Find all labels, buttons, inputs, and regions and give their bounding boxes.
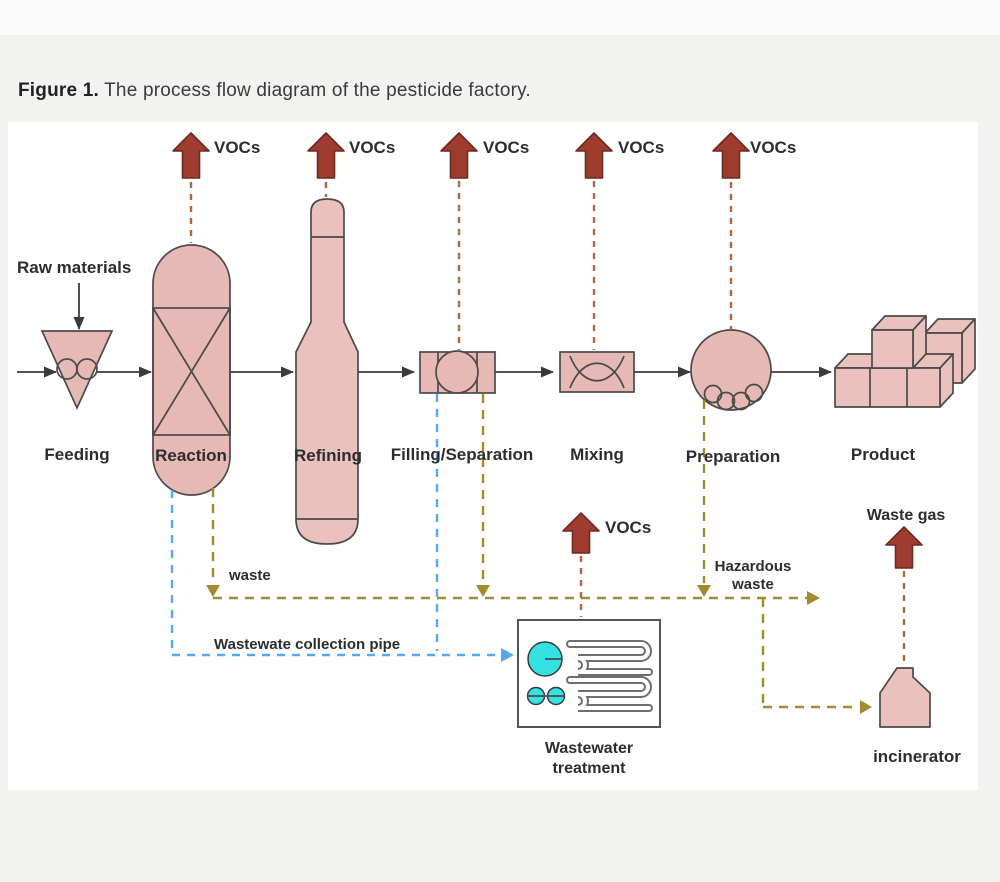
main-flow-arrows: [17, 283, 832, 378]
treatment-coil: [568, 678, 651, 710]
voc-label: VOCs: [605, 518, 651, 537]
waste-gas-arrow-icon: [885, 526, 923, 569]
voc-label: VOCs: [618, 138, 664, 157]
voc-dashed-lines: [189, 181, 906, 665]
wastewater-lines: [170, 394, 514, 662]
waste-arrowhead-right: [807, 591, 820, 605]
figure-caption-text: The process flow diagram of the pesticid…: [98, 80, 531, 101]
mixing-box: [559, 351, 635, 393]
voc-label: VOCs: [349, 138, 395, 157]
page-top-strip: [0, 0, 1000, 35]
stage-label-mixing: Mixing: [570, 445, 624, 464]
voc-arrow-icon: [562, 512, 600, 554]
product-cube-face: [834, 367, 941, 408]
figure-caption: Figure 1. The process flow diagram of th…: [18, 80, 918, 102]
preparation-ball: [744, 383, 764, 403]
product-cube-face: [871, 329, 914, 369]
product-boxes-icon: [834, 315, 976, 408]
preparation-vessel-icon: [690, 329, 772, 411]
stage-label-refining: Refining: [294, 446, 362, 465]
waste-gas-label: Waste gas: [867, 507, 946, 524]
waste-arrowhead-down: [206, 585, 220, 597]
refining-section-lines: [296, 236, 358, 520]
wastewater-pipe-label: Wastewate collection pipe: [214, 636, 400, 653]
figure-caption-number: Figure 1.: [18, 80, 99, 101]
preparation-ball: [716, 391, 736, 411]
refining-bottle: [295, 198, 359, 545]
reaction-packing-cross: [152, 307, 231, 436]
preparation-sphere: [690, 329, 772, 411]
voc-label: VOCs: [750, 138, 796, 157]
waste-arrowhead-incinerator: [860, 700, 872, 714]
voc-arrows: [172, 132, 923, 569]
incinerator-body: [879, 667, 931, 728]
incinerator-icon: [879, 667, 931, 728]
voc-label: VOCs: [483, 138, 529, 157]
funnel-roller: [76, 358, 98, 380]
treatment-coil: [568, 642, 651, 674]
wastewater-arrowhead-right: [501, 648, 514, 662]
voc-arrow-icon: [307, 132, 345, 179]
reaction-packing-box: [152, 307, 231, 436]
waste-arrowhead-down: [697, 585, 711, 597]
mixing-unit-icon: [559, 351, 635, 393]
wastewater-treatment-label-line1: Wastewater: [545, 740, 633, 757]
raw-materials-label: Raw materials: [17, 258, 131, 277]
voc-arrow-icon: [172, 132, 210, 179]
filling-drum: [435, 350, 479, 394]
reaction-vessel-icon: [152, 244, 231, 496]
mixing-blade-curve: [569, 355, 625, 382]
wastewater-treatment-label-line2: treatment: [553, 760, 627, 777]
hazardous-waste-to-incinerator-line: [761, 598, 858, 709]
refining-column-icon: [295, 198, 359, 545]
voc-labels: VOCs VOCs VOCs VOCs VOCs VOCs Waste gas: [214, 138, 945, 537]
incinerator-label: incinerator: [873, 747, 961, 766]
stage-label-reaction: Reaction: [155, 446, 227, 465]
feeding-funnel-icon: [40, 330, 114, 411]
filling-separation-unit-icon: [419, 350, 496, 394]
waste-label: waste: [228, 567, 271, 584]
mixing-blade-curve: [569, 362, 625, 389]
product-cube-dividers: [869, 368, 908, 407]
waste-arrowhead-down: [476, 585, 490, 597]
stage-label-filling-separation: Filling/Separation: [391, 445, 534, 464]
wastewater-treatment-unit-icon: [517, 619, 661, 728]
voc-arrow-icon: [440, 132, 478, 179]
waste-lines: [206, 394, 872, 714]
hazardous-waste-label-line1: Hazardous: [715, 558, 792, 575]
stage-label-product: Product: [851, 445, 916, 464]
stage-label-feeding: Feeding: [44, 445, 109, 464]
voc-arrow-icon: [575, 132, 613, 179]
voc-arrow-icon: [712, 132, 750, 179]
voc-label: VOCs: [214, 138, 260, 157]
hazardous-waste-label-line2: waste: [731, 576, 774, 593]
stage-label-preparation: Preparation: [686, 447, 780, 466]
